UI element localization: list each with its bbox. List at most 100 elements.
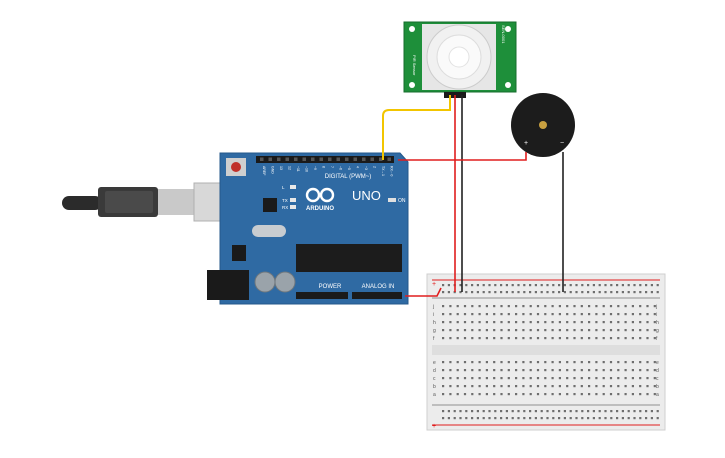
terminal-hole[interactable]	[551, 361, 554, 364]
terminal-hole[interactable]	[485, 369, 488, 372]
rail-hole[interactable]	[604, 410, 607, 413]
terminal-hole[interactable]	[522, 377, 525, 380]
rail-hole[interactable]	[471, 291, 474, 294]
terminal-hole[interactable]	[478, 385, 481, 388]
terminal-hole[interactable]	[442, 329, 445, 332]
terminal-hole[interactable]	[478, 337, 481, 340]
terminal-hole[interactable]	[646, 313, 649, 316]
rail-hole[interactable]	[511, 410, 514, 413]
rail-hole[interactable]	[650, 284, 653, 287]
rail-hole[interactable]	[494, 284, 497, 287]
digital-pin-hole[interactable]	[302, 157, 307, 162]
terminal-hole[interactable]	[471, 329, 474, 332]
terminal-hole[interactable]	[602, 337, 605, 340]
terminal-hole[interactable]	[463, 305, 467, 308]
terminal-hole[interactable]	[536, 305, 540, 308]
rail-hole[interactable]	[465, 410, 468, 413]
terminal-hole[interactable]	[588, 313, 591, 316]
terminal-hole[interactable]	[617, 361, 620, 364]
terminal-hole[interactable]	[456, 393, 459, 396]
terminal-hole[interactable]	[515, 321, 518, 324]
terminal-hole[interactable]	[631, 377, 634, 380]
terminal-hole[interactable]	[529, 385, 532, 388]
terminal-hole[interactable]	[500, 377, 503, 380]
terminal-hole[interactable]	[551, 385, 554, 388]
rail-hole[interactable]	[627, 284, 630, 287]
terminal-hole[interactable]	[639, 361, 642, 364]
terminal-hole[interactable]	[449, 313, 452, 316]
terminal-hole[interactable]	[624, 305, 627, 308]
analog-header[interactable]	[352, 292, 402, 299]
rail-hole[interactable]	[465, 291, 468, 294]
rail-hole[interactable]	[587, 291, 590, 294]
rail-hole[interactable]	[598, 284, 601, 287]
terminal-hole[interactable]	[558, 385, 561, 388]
terminal-hole[interactable]	[580, 321, 583, 324]
rail-hole[interactable]	[517, 291, 520, 294]
rail-hole[interactable]	[616, 417, 619, 420]
terminal-hole[interactable]	[449, 337, 452, 340]
rail-hole[interactable]	[569, 417, 572, 420]
terminal-hole[interactable]	[653, 377, 656, 380]
terminal-hole[interactable]	[485, 385, 488, 388]
terminal-hole[interactable]	[646, 337, 649, 340]
rail-hole[interactable]	[575, 417, 578, 420]
terminal-hole[interactable]	[522, 337, 525, 340]
terminal-hole[interactable]	[500, 337, 503, 340]
terminal-hole[interactable]	[624, 393, 627, 396]
digital-pin-hole[interactable]	[387, 157, 392, 162]
terminal-hole[interactable]	[588, 305, 591, 308]
digital-pin-hole[interactable]	[353, 157, 358, 162]
terminal-hole[interactable]	[617, 385, 620, 388]
rail-hole[interactable]	[453, 417, 456, 420]
terminal-hole[interactable]	[544, 313, 547, 316]
terminal-hole[interactable]	[558, 313, 561, 316]
digital-pin-hole[interactable]	[379, 157, 383, 162]
terminal-hole[interactable]	[493, 337, 496, 340]
rail-hole[interactable]	[569, 284, 572, 287]
rail-hole[interactable]	[505, 417, 508, 420]
terminal-hole[interactable]	[551, 329, 554, 332]
terminal-hole[interactable]	[485, 393, 488, 396]
rail-hole[interactable]	[471, 410, 474, 413]
rail-hole[interactable]	[500, 291, 503, 294]
rail-hole[interactable]	[645, 410, 648, 413]
terminal-hole[interactable]	[442, 337, 445, 340]
terminal-hole[interactable]	[529, 313, 532, 316]
terminal-hole[interactable]	[544, 385, 547, 388]
terminal-hole[interactable]	[442, 393, 445, 396]
terminal-hole[interactable]	[493, 385, 496, 388]
terminal-hole[interactable]	[544, 321, 547, 324]
rail-hole[interactable]	[633, 417, 636, 420]
terminal-hole[interactable]	[639, 369, 642, 372]
terminal-hole[interactable]	[631, 305, 634, 308]
terminal-hole[interactable]	[653, 361, 656, 364]
signal-wire[interactable]	[382, 95, 451, 160]
rail-hole[interactable]	[476, 284, 479, 287]
rail-hole[interactable]	[592, 284, 595, 287]
terminal-hole[interactable]	[566, 393, 569, 396]
rail-hole[interactable]	[552, 291, 555, 294]
terminal-hole[interactable]	[471, 385, 474, 388]
rail-hole[interactable]	[621, 284, 624, 287]
terminal-hole[interactable]	[463, 329, 467, 332]
terminal-hole[interactable]	[580, 369, 583, 372]
terminal-hole[interactable]	[573, 337, 576, 340]
terminal-hole[interactable]	[442, 313, 445, 316]
terminal-hole[interactable]	[631, 329, 634, 332]
digital-pin-hole[interactable]	[370, 157, 375, 162]
terminal-hole[interactable]	[624, 369, 627, 372]
rail-hole[interactable]	[656, 291, 659, 294]
rail-hole[interactable]	[540, 291, 543, 294]
digital-pin-hole[interactable]	[294, 157, 298, 162]
terminal-hole[interactable]	[515, 393, 518, 396]
terminal-hole[interactable]	[456, 369, 459, 372]
rail-hole[interactable]	[639, 284, 642, 287]
terminal-hole[interactable]	[544, 393, 547, 396]
terminal-hole[interactable]	[595, 385, 598, 388]
rail-hole[interactable]	[546, 284, 549, 287]
terminal-hole[interactable]	[588, 393, 591, 396]
rail-hole[interactable]	[523, 410, 526, 413]
terminal-hole[interactable]	[536, 321, 540, 324]
terminal-hole[interactable]	[507, 393, 510, 396]
